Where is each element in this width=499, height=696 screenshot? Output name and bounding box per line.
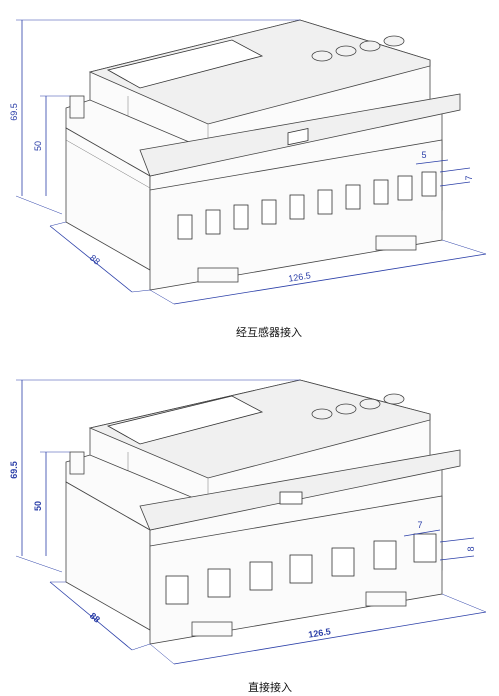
terminal-slot [205, 209, 221, 235]
din-clip-right [375, 235, 417, 251]
terminal-slot [289, 554, 313, 584]
caption-transformer-connection: 经互感器接入 [236, 326, 302, 339]
seal-clip [287, 128, 309, 146]
dim-height-body-1: 50 [33, 141, 43, 151]
terminal-slot [289, 194, 305, 220]
lcd-window [106, 39, 264, 89]
terminal-slot [373, 179, 389, 205]
dim-height-total-1: 69.5 [9, 103, 19, 121]
dim-depth-2: 88 [88, 611, 102, 625]
dim-depth-1: 88 [88, 253, 102, 267]
dimension-labels: 69.5 50 88 126.5 5 7 69.5 50 88 126.5 7 … [9, 103, 476, 640]
terminal-slot [207, 568, 231, 598]
dimension-lines-2 [15, 379, 487, 665]
dim-height-total-2: 69.5 [9, 461, 19, 479]
terminal-slot [165, 575, 189, 605]
dim-term-w-1: 5 [421, 150, 426, 160]
dim-height-body-2: 50 [33, 501, 43, 511]
terminal-slot [249, 561, 273, 591]
dim-term-h-2: 8 [466, 546, 476, 551]
terminal-block-front-2 [69, 451, 443, 645]
figure-transformer-connection [15, 19, 487, 305]
dim-term-w-2: 7 [417, 520, 422, 530]
terminal-slot [233, 204, 249, 230]
terminal-slot [413, 533, 437, 563]
dim-width-1: 126.5 [288, 270, 312, 283]
button-knob-4 [383, 35, 405, 47]
terminal-slot [317, 189, 333, 215]
terminal-slot [345, 184, 361, 210]
terminal-slot [331, 547, 355, 577]
seal-clip-2 [279, 491, 303, 505]
dim-width-2: 126.5 [308, 626, 332, 639]
side-hook-left [69, 95, 85, 119]
figure-direct-connection [15, 379, 487, 665]
meter-top-module [88, 19, 431, 159]
lcd-window-2 [106, 395, 264, 445]
button-knob-1 [311, 50, 333, 62]
terminal-slot [397, 175, 413, 201]
button-knob-1 [311, 408, 333, 420]
button-knob-2 [335, 45, 357, 57]
dim-term-h-1: 7 [464, 175, 474, 180]
terminal-slot [421, 171, 437, 197]
side-hook-left-2 [69, 451, 85, 475]
dimension-lines-1 [15, 19, 487, 305]
button-knob-3 [359, 40, 381, 52]
terminal-block-front [69, 95, 443, 291]
button-knob-3 [359, 398, 381, 410]
terminal-slots [177, 171, 437, 240]
button-knob-2 [335, 403, 357, 415]
din-clip-left [197, 267, 239, 283]
din-clip-right-2 [365, 591, 407, 607]
terminal-slot [373, 540, 397, 570]
caption-direct-connection: 直接接入 [248, 681, 292, 694]
terminal-slot [177, 214, 193, 240]
terminal-slots-2 [165, 533, 437, 605]
terminal-slot [261, 199, 277, 225]
button-knob-4 [383, 393, 405, 405]
din-clip-left-2 [191, 621, 233, 637]
